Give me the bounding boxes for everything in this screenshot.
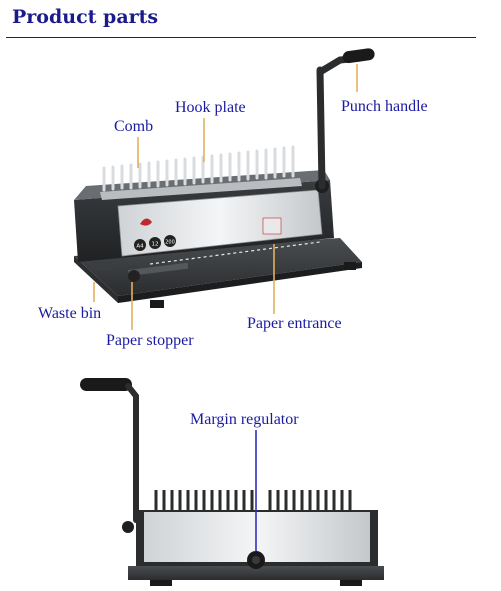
page-title: Product parts bbox=[12, 6, 159, 28]
binding-machine-front bbox=[80, 378, 384, 586]
label-punch-handle: Punch handle bbox=[341, 98, 428, 115]
label-hook-plate: Hook plate bbox=[175, 99, 246, 116]
title-divider bbox=[6, 37, 476, 38]
badge-200: 200 bbox=[165, 240, 175, 246]
label-comb: Comb bbox=[114, 118, 154, 135]
label-margin-regulator: Margin regulator bbox=[190, 411, 299, 428]
label-paper-stopper: Paper stopper bbox=[106, 332, 194, 349]
binding-machine-perspective: A4 12 200 bbox=[74, 48, 375, 308]
label-pointers bbox=[93, 64, 358, 330]
label-waste-bin: Waste bin bbox=[38, 305, 102, 322]
badge-a4: A4 bbox=[136, 244, 144, 250]
badge-12: 12 bbox=[152, 242, 159, 248]
label-paper-entrance: Paper entrance bbox=[247, 315, 342, 332]
